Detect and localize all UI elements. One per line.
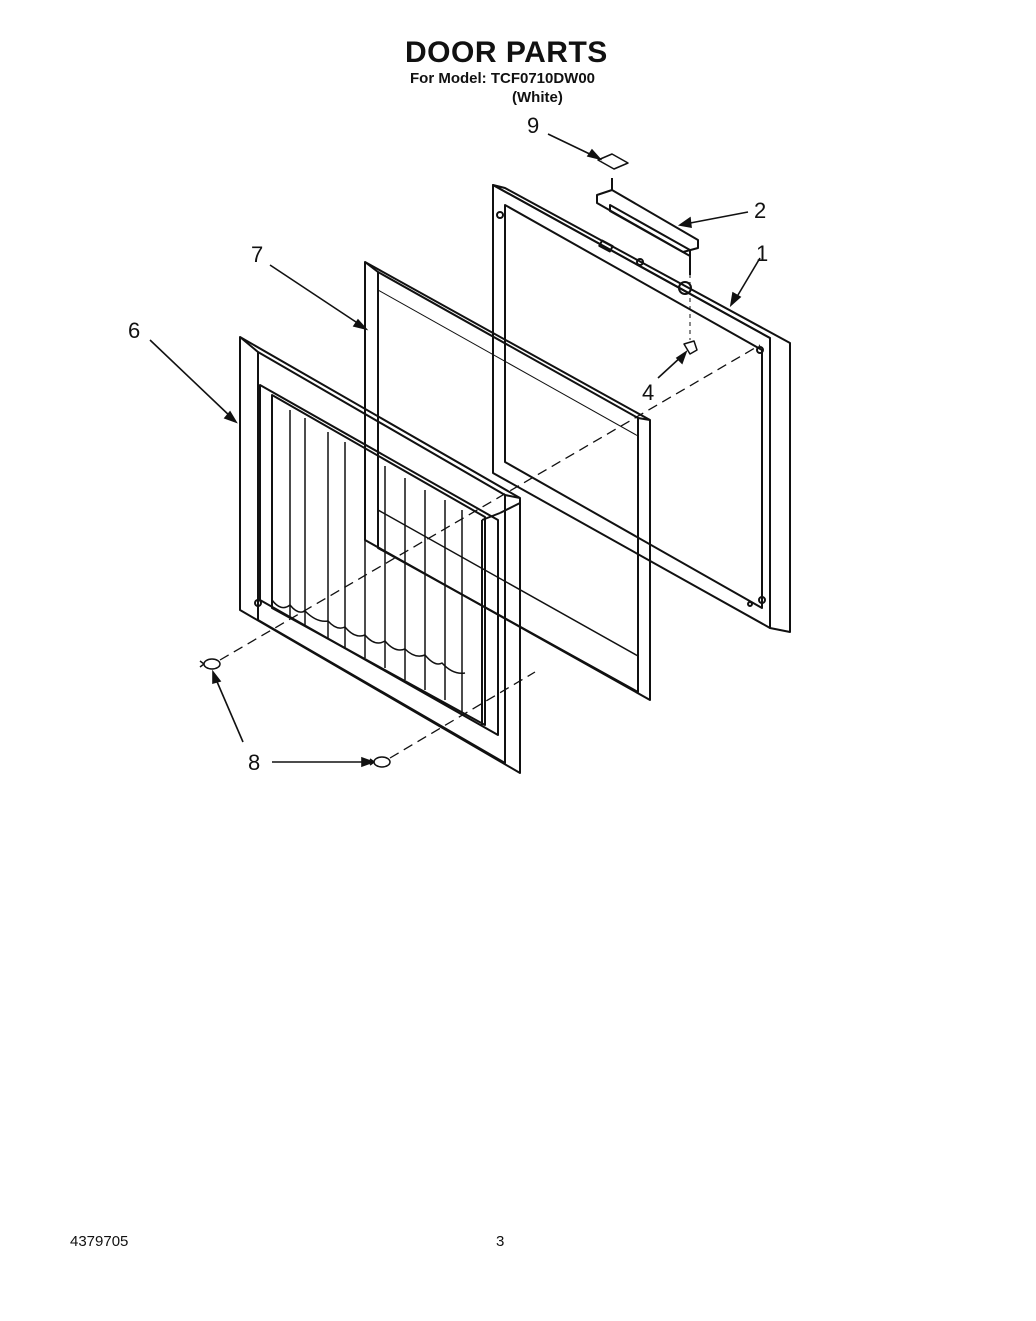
model-line: For Model: TCF0710DW00	[410, 70, 596, 87]
arrow-9	[586, 148, 603, 161]
callout-6: 6	[128, 318, 140, 343]
callout-1: 1	[756, 241, 768, 266]
screw-1	[199, 658, 221, 670]
callout-9: 9	[527, 113, 539, 138]
callout-8: 8	[248, 750, 260, 775]
arrow-7	[352, 318, 369, 331]
alignment-line-2	[389, 671, 536, 759]
callout-7: 7	[251, 242, 263, 267]
door-clip	[683, 340, 698, 355]
arrow-6	[223, 410, 238, 424]
arrow-8b	[361, 756, 376, 768]
page-number: 3	[496, 1233, 505, 1250]
part-number: 4379705	[70, 1233, 129, 1250]
label-plate	[597, 153, 629, 170]
callout-4: 4	[642, 380, 654, 405]
alignment-line-1	[219, 344, 761, 661]
handle-bracket	[596, 178, 699, 275]
door-outer-panel	[492, 184, 791, 633]
door-liner	[239, 336, 521, 774]
arrow-8a	[212, 669, 222, 685]
arrow-1	[729, 291, 742, 308]
color-line: (White)	[512, 89, 563, 106]
callout-2: 2	[754, 198, 766, 223]
page-title: DOOR PARTS	[405, 36, 608, 69]
arrow-4	[675, 349, 688, 365]
arrow-2	[677, 216, 692, 228]
